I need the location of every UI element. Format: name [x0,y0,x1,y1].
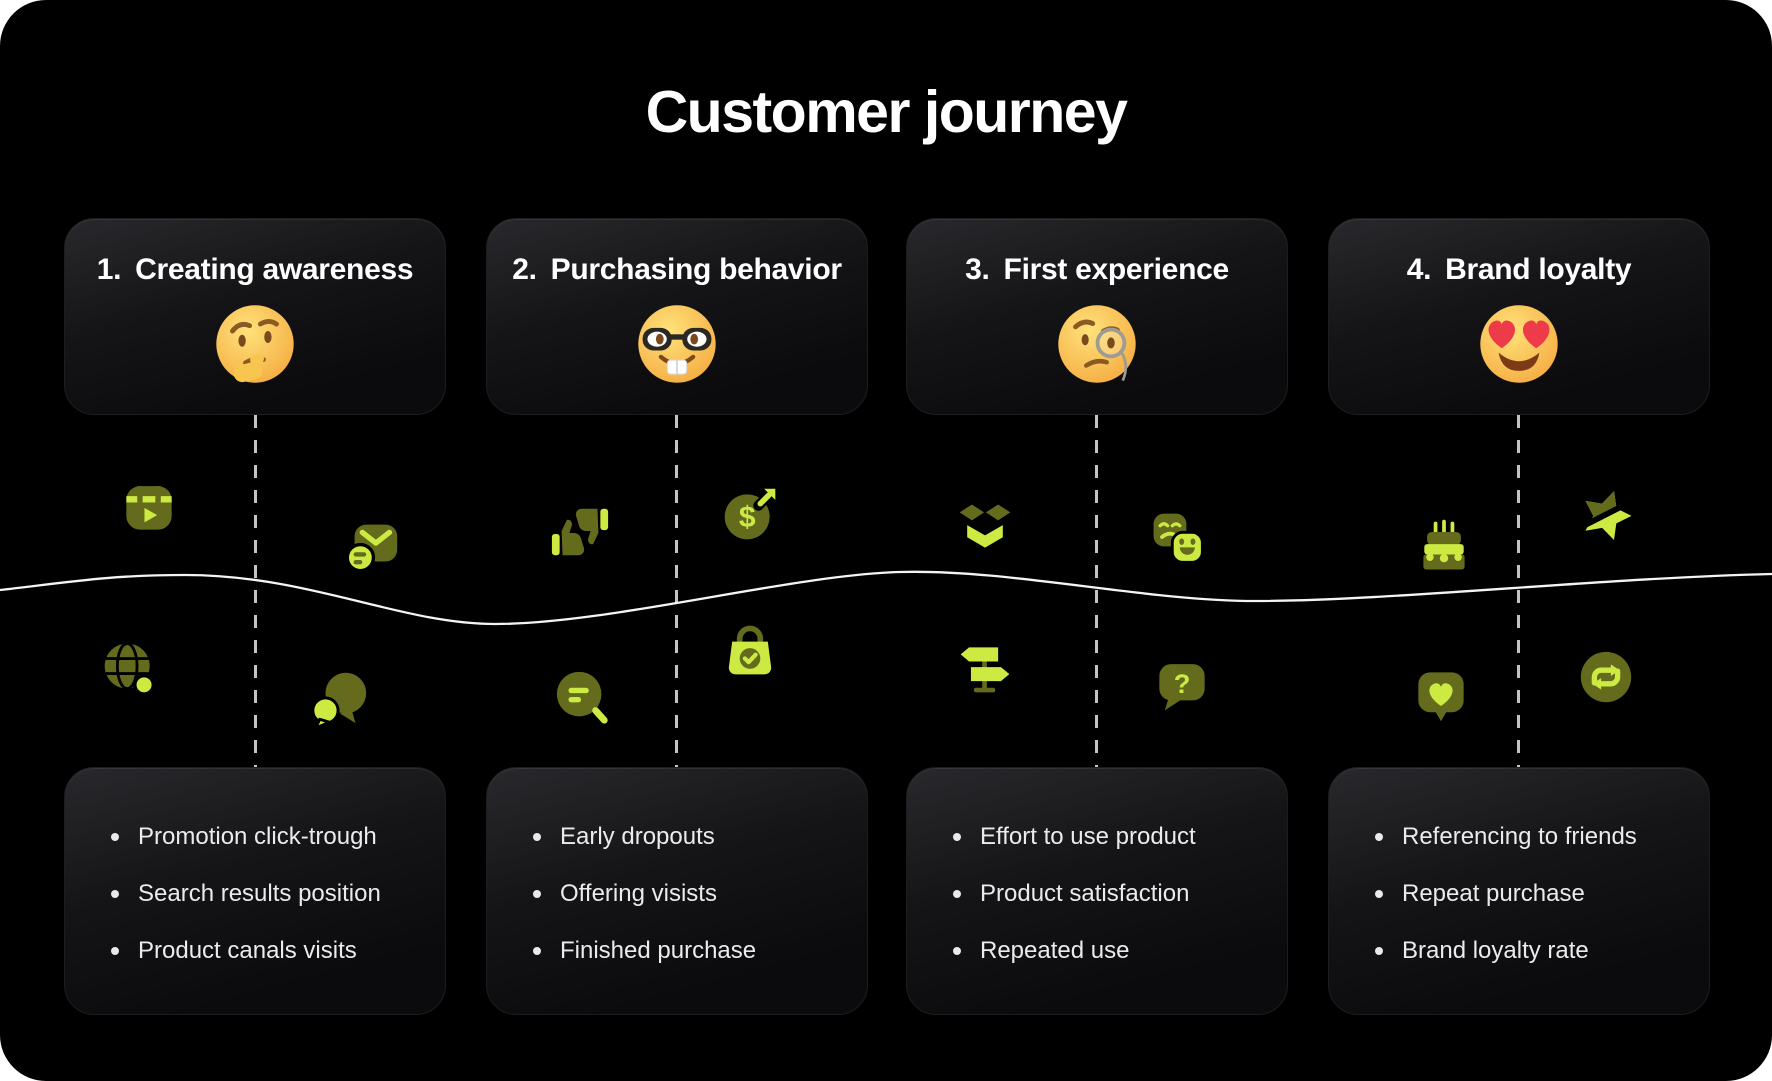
thinking-face-emoji [216,305,294,383]
chat-bubbles-icon [309,665,371,727]
stage-card-2: 2. Purchasing behavior [486,218,868,415]
metric-label: Referencing to friends [1402,823,1637,850]
bullet-dot [953,947,961,955]
metric-item: Product canals visits [111,936,425,966]
metric-label: Effort to use product [980,823,1196,850]
birthday-cake-icon [1414,516,1474,576]
metric-item: Early dropouts [533,822,847,852]
metric-label: Repeated use [980,937,1130,964]
monocle-face-emoji [1058,305,1136,383]
metric-label: Promotion click-trough [138,823,377,850]
journey-wave-line [0,570,1772,626]
bullet-dot [111,947,119,955]
bullet-dot [953,890,961,898]
metrics-card-1: Promotion click-trough Search results po… [64,767,446,1015]
metric-label: Product satisfaction [980,880,1190,907]
stage-title: 2. Purchasing behavior [512,253,842,287]
bag-check-icon [720,620,780,680]
metrics-card-3: Effort to use product Product satisfacti… [906,767,1288,1015]
metric-item: Product satisfaction [953,879,1267,909]
heart-like-icon [1412,666,1470,724]
metric-item: Finished purchase [533,936,847,966]
bullet-dot [1375,890,1383,898]
metric-label: Finished purchase [560,937,757,964]
bullet-dot [533,833,541,841]
metric-label: Repeat purchase [1402,880,1585,907]
metric-item: Offering visists [533,879,847,909]
heart-eyes-face-emoji [1480,305,1558,383]
bullet-dot [111,833,119,841]
video-channel-icon [120,478,178,536]
stage-title: 1. Creating awareness [96,253,414,287]
bullet-dot [1375,947,1383,955]
feedback-faces-icon [1147,507,1207,567]
nerd-face-emoji [638,305,716,383]
repeat-purchase-icon [1575,646,1637,708]
dashed-connector-4 [1517,415,1520,767]
stage-card-3: 3. First experience [906,218,1288,415]
metrics-list: Effort to use product Product satisfacti… [907,768,1287,966]
bullet-dot [533,890,541,898]
metric-item: Search results position [111,879,425,909]
stage-card-1: 1. Creating awareness [64,218,446,415]
stage-label: Brand loyalty [1445,253,1632,286]
metric-item: Effort to use product [953,822,1267,852]
question-bubble-icon: ? [1153,656,1211,714]
metric-item: Repeat purchase [1375,879,1689,909]
metric-label: Brand loyalty rate [1402,937,1589,964]
dashed-connector-2 [675,415,678,767]
email-feedback-icon [341,514,403,576]
stage-label: First experience [1003,253,1230,286]
metrics-list: Promotion click-trough Search results po… [65,768,445,966]
metrics-list: Early dropouts Offering visists Finished… [487,768,867,966]
stage-number: 2. [512,253,537,286]
metric-label: Product canals visits [138,937,357,964]
stage-number: 1. [96,253,122,286]
bullet-dot [953,833,961,841]
metric-label: Early dropouts [560,823,715,850]
star-rating-icon [1575,485,1637,547]
page-title: Customer journey [645,79,1128,145]
dashed-connector-1 [254,415,257,767]
metric-item: Brand loyalty rate [1375,936,1689,966]
metric-label: Search results position [138,880,381,907]
signpost-icon [955,638,1015,698]
stage-card-4: 4. Brand loyalty [1328,218,1710,415]
stage-title: 3. First experience [965,253,1229,287]
stage-number: 4. [1406,253,1432,286]
question-glyph: ? [1174,668,1191,699]
metrics-card-4: Referencing to friends Repeat purchase B… [1328,767,1710,1015]
dollar-growth-icon: $ [720,484,780,544]
metric-item: Promotion click-trough [111,822,425,852]
thumbs-up-down-icon [549,501,611,563]
stage-title: 4. Brand loyalty [1407,253,1632,287]
dollar-glyph: $ [739,501,756,534]
metric-item: Repeated use [953,936,1267,966]
stage-label: Creating awareness [135,253,414,286]
open-box-icon [955,496,1015,556]
bullet-dot [1375,833,1383,841]
stage-number: 3. [965,253,990,286]
metrics-card-2: Early dropouts Offering visists Finished… [486,767,868,1015]
globe-search-icon [100,637,160,697]
dashed-connector-3 [1095,415,1098,767]
bullet-dot [111,890,119,898]
metric-item: Referencing to friends [1375,822,1689,852]
bullet-dot [533,947,541,955]
stage-label: Purchasing behavior [550,253,842,286]
metric-label: Offering visists [560,880,717,907]
search-results-icon [552,666,614,728]
metrics-list: Referencing to friends Repeat purchase B… [1329,768,1709,966]
